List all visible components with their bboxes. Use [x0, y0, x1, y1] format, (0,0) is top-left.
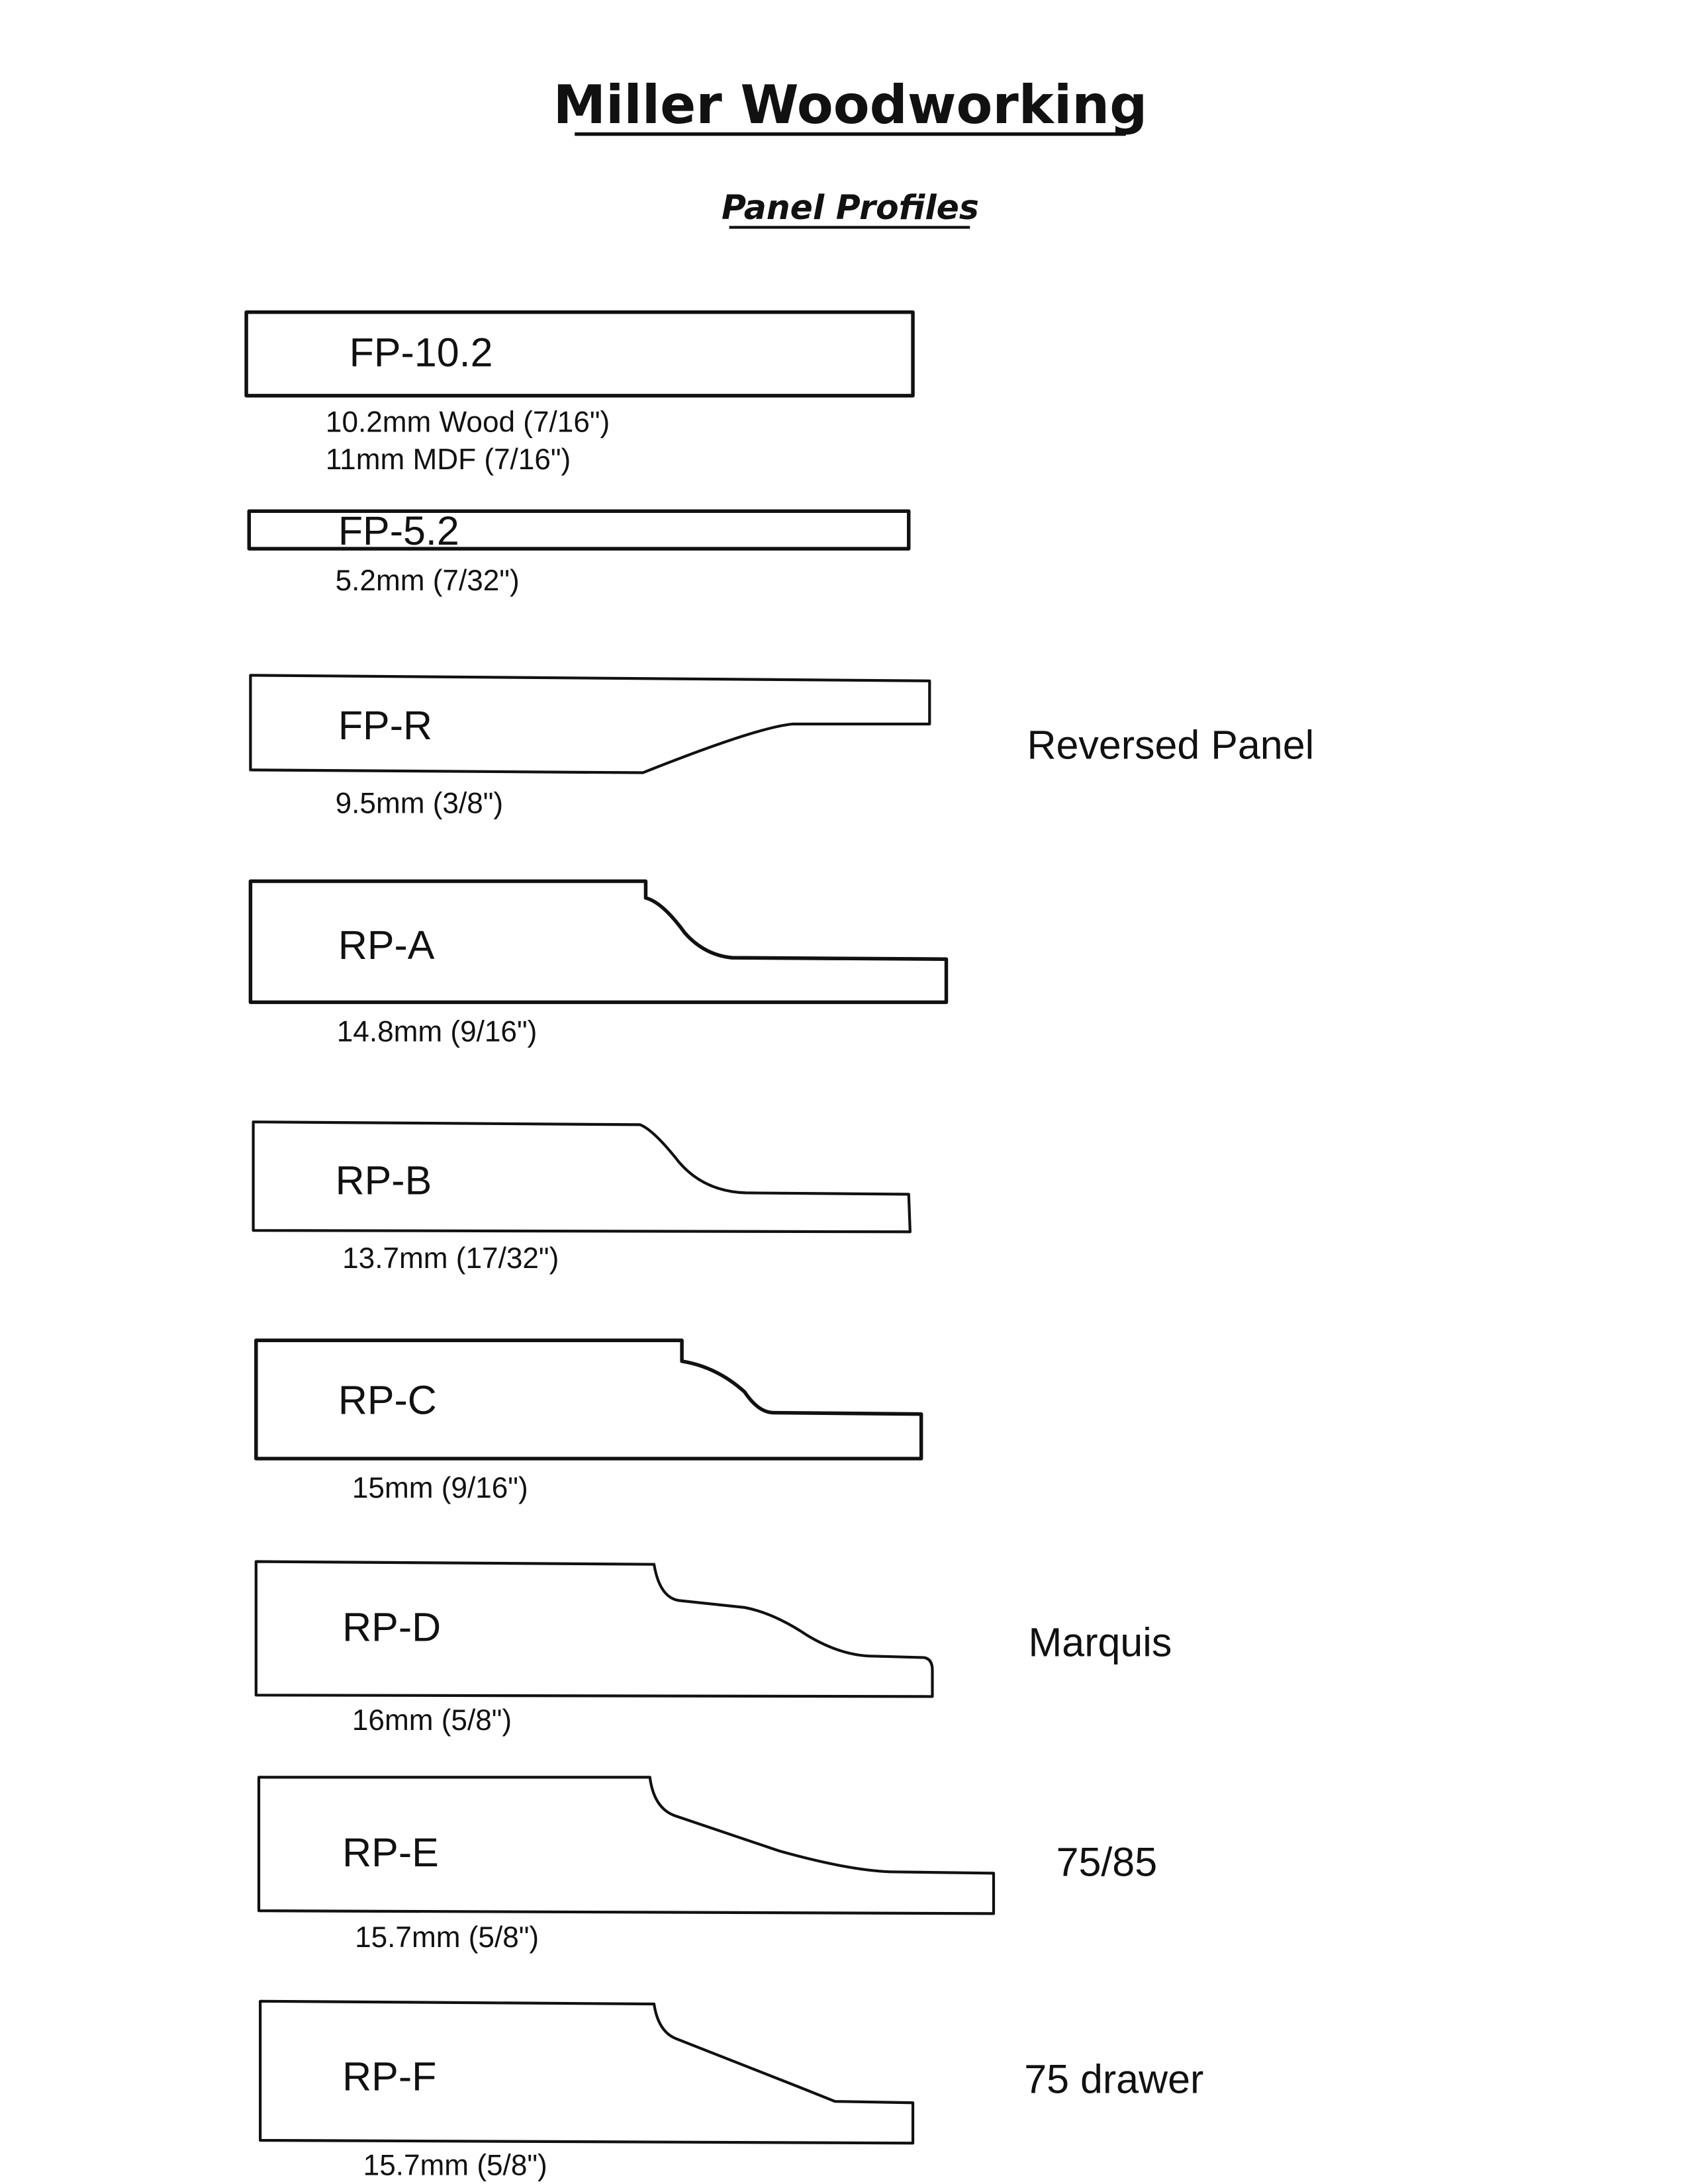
profile-code: FP-5.2	[338, 508, 459, 553]
profile-code: FP-R	[338, 703, 432, 748]
profile-shape	[244, 310, 915, 398]
profile-note: 75/85	[1056, 1840, 1158, 1885]
profile-rp-f: RP-F 15.7mm (5/8") 75 drawer	[259, 1999, 1203, 2182]
profile-rp-d: RP-D 16mm (5/8") Marquis	[254, 1560, 1172, 1737]
profile-shape	[248, 879, 949, 1005]
profile-shape	[254, 1338, 923, 1461]
profile-dimension: 5.2mm (7/32")	[336, 565, 520, 597]
profile-shape	[254, 1560, 934, 1698]
profile-shape	[252, 1120, 912, 1234]
profile-rp-e: RP-E 15.7mm (5/8") 75/85	[257, 1776, 1158, 1954]
profile-rp-c: RP-C 15mm (9/16")	[254, 1338, 923, 1504]
profile-dimension: 13.7mm (17/32")	[342, 1242, 559, 1275]
profile-shape	[249, 674, 931, 774]
profile-shape	[259, 1999, 915, 2145]
profile-shape	[257, 1776, 996, 1915]
profile-dimension: 9.5mm (3/8")	[336, 788, 504, 820]
profile-dimension: 10.2mm Wood (7/16")	[326, 406, 610, 438]
profile-dimension: 14.8mm (9/16")	[337, 1015, 538, 1048]
profile-fp-10-2: FP-10.2 10.2mm Wood (7/16") 11mm MDF (7/…	[244, 310, 915, 476]
profile-code: RP-B	[336, 1158, 432, 1203]
profile-code: RP-C	[338, 1378, 437, 1423]
profile-shape	[247, 509, 911, 551]
profile-dimension: 11mm MDF (7/16")	[326, 443, 571, 476]
profile-note: Reversed Panel	[1027, 723, 1314, 768]
page-title: Miller Woodworking	[553, 74, 1148, 136]
profile-note: 75 drawer	[1024, 2057, 1203, 2102]
profile-fp-5-2: FP-5.2 5.2mm (7/32")	[247, 508, 911, 597]
profile-code: FP-10.2	[350, 330, 493, 375]
profile-dimension: 15mm (9/16")	[352, 1472, 528, 1504]
profile-dimension: 15.7mm (5/8")	[363, 2150, 547, 2182]
profile-dimension: 15.7mm (5/8")	[355, 1921, 539, 1954]
profile-dimension: 16mm (5/8")	[352, 1704, 512, 1737]
profile-code: RP-D	[342, 1604, 441, 1649]
profile-code: RP-E	[342, 1830, 439, 1875]
profile-code: RP-F	[342, 2054, 436, 2099]
profile-code: RP-A	[338, 923, 435, 968]
profile-rp-a: RP-A 14.8mm (9/16")	[248, 879, 949, 1048]
profile-note: Marquis	[1029, 1619, 1172, 1664]
page-subtitle: Panel Profiles	[722, 188, 979, 227]
profile-fp-r: FP-R 9.5mm (3/8") Reversed Panel	[249, 674, 1314, 820]
profile-rp-b: RP-B 13.7mm (17/32")	[252, 1120, 912, 1275]
